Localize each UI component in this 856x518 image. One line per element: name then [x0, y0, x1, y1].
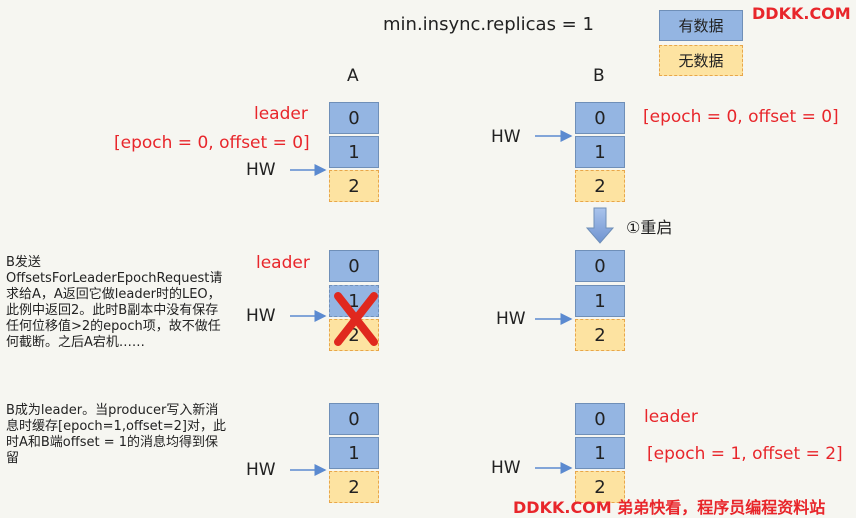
replica-b1-cell-1: 1	[575, 136, 625, 168]
hw-label-b3: HW	[491, 458, 521, 478]
replica-a3-cell-0: 0	[329, 403, 379, 435]
hw-label-b1: HW	[491, 127, 521, 147]
replica-b2-cell-2: 2	[575, 319, 625, 351]
leader-label-b3: leader	[644, 407, 698, 427]
leader-label-a2: leader	[256, 253, 310, 273]
watermark-bottom: DDKK.COM 弟弟快看，程序员编程资料站	[513, 498, 826, 517]
replica-a3-cell-1: 1	[329, 437, 379, 469]
note-step-2: B成为leader。当producer写入新消息时缓存[epoch=1,offs…	[6, 403, 226, 466]
hw-label-a1: HW	[246, 160, 276, 180]
restart-down-arrow	[585, 207, 615, 244]
replica-b3-cell-2: 2	[575, 471, 625, 503]
replica-b1-cell-2: 2	[575, 170, 625, 202]
epoch-label-b: [epoch = 0, offset = 0]	[643, 107, 839, 127]
replica-a1-cell-0: 0	[329, 102, 379, 134]
epoch-label-a: [epoch = 0, offset = 0]	[114, 133, 310, 153]
legend-has-data: 有数据	[659, 10, 743, 41]
restart-label: ①重启	[626, 218, 673, 237]
crash-x-icon	[334, 292, 378, 346]
hw-label-a3: HW	[246, 460, 276, 480]
replica-b2-cell-1: 1	[575, 285, 625, 317]
page-title: min.insync.replicas = 1	[383, 14, 594, 35]
hw-label-a2: HW	[246, 306, 276, 326]
legend-no-data: 无数据	[659, 45, 743, 76]
column-a-header: A	[347, 66, 359, 86]
replica-a1-cell-2: 2	[329, 170, 379, 202]
replica-a3-cell-2: 2	[329, 471, 379, 503]
hw-label-b2: HW	[496, 309, 526, 329]
replica-b2-cell-0: 0	[575, 250, 625, 282]
watermark-top: DDKK.COM	[752, 4, 851, 23]
replica-b1-cell-0: 0	[575, 102, 625, 134]
leader-label-a1: leader	[254, 104, 308, 124]
replica-b3-cell-0: 0	[575, 403, 625, 435]
replica-a2-cell-0: 0	[329, 250, 379, 282]
replica-a1-cell-1: 1	[329, 136, 379, 168]
note-step-1: B发送OffsetsForLeaderEpochRequest请求给A，A返回它…	[6, 255, 223, 350]
column-b-header: B	[593, 66, 605, 86]
epoch-label-b3: [epoch = 1, offset = 2]	[647, 444, 843, 464]
replica-b3-cell-1: 1	[575, 437, 625, 469]
